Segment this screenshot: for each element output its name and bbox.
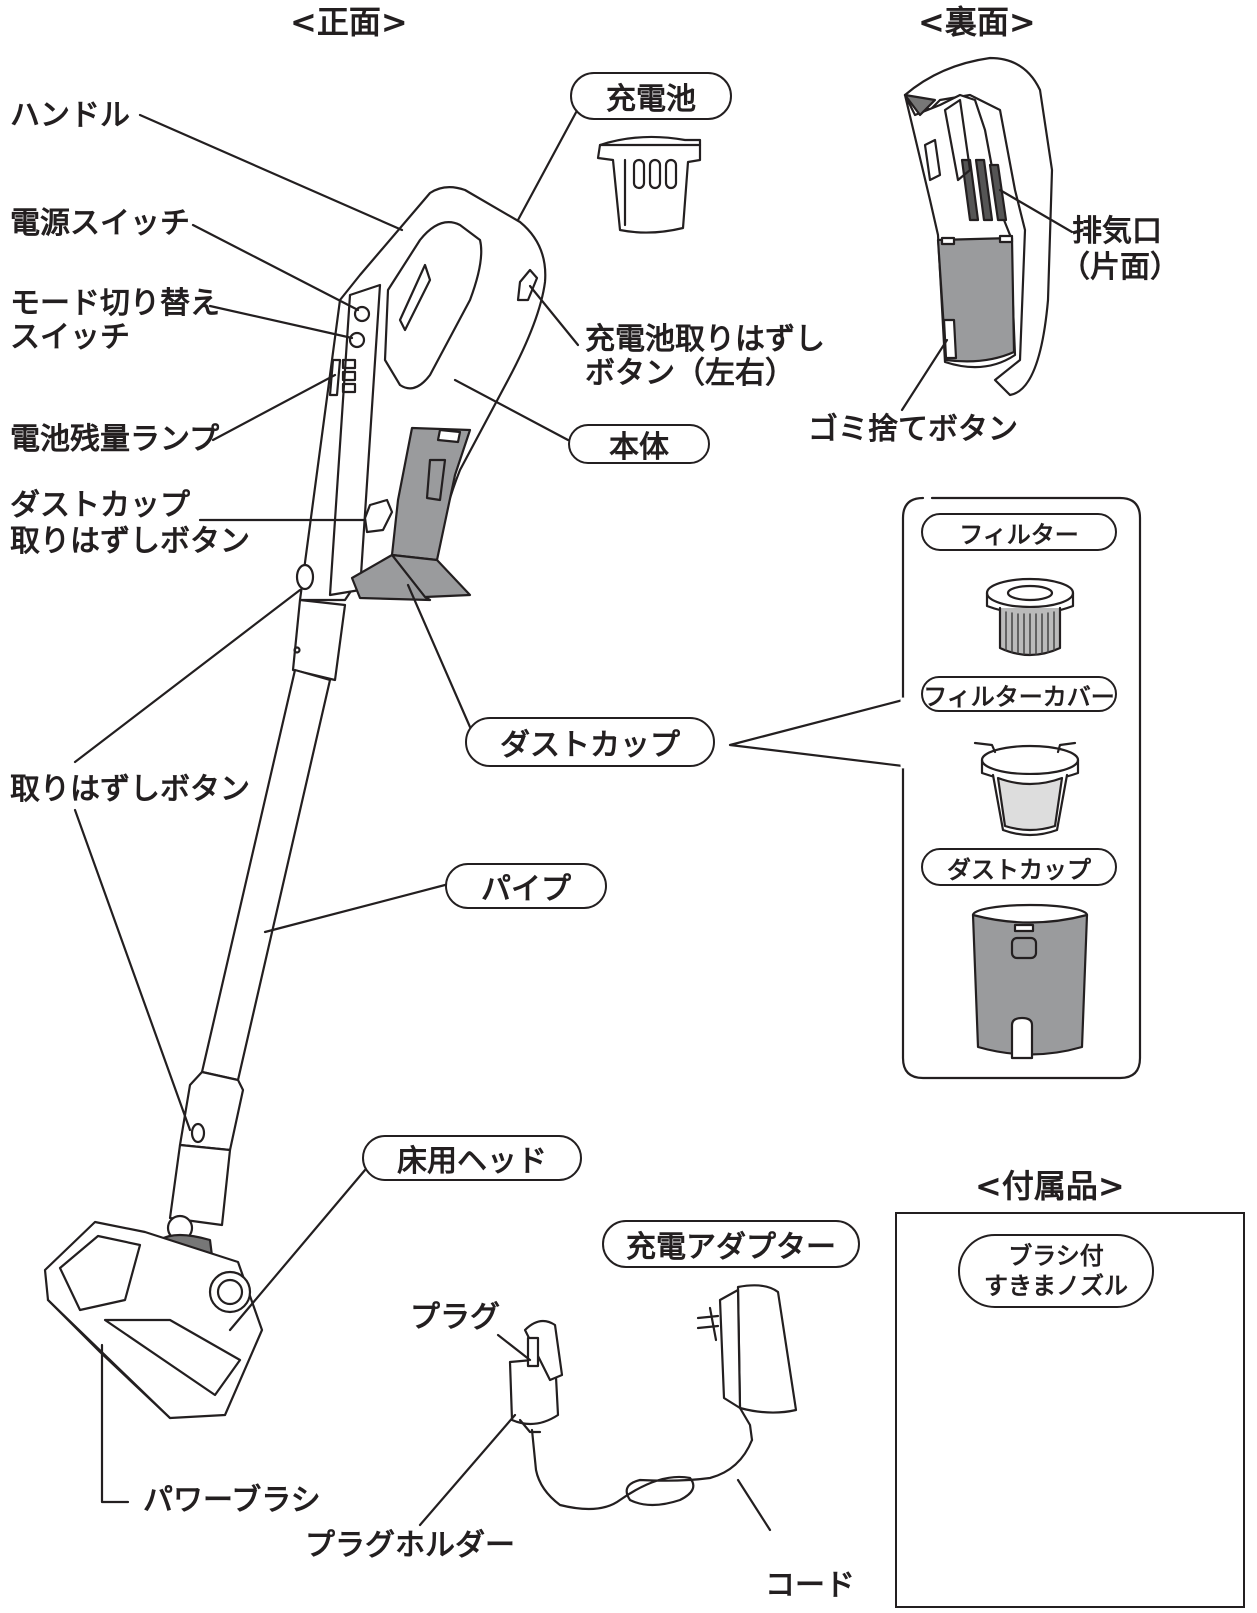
- filter-drawing: [985, 577, 1075, 657]
- dust-cup-drawing: [971, 903, 1089, 1060]
- label-mode-switch-line1: モード切り替え: [10, 286, 220, 321]
- pill-filter-cover: フィルターカバー: [921, 676, 1117, 712]
- back-view-title: <裏面>: [918, 3, 1036, 41]
- pill-body: 本体: [568, 424, 710, 465]
- label-power-brush: パワーブラシ: [143, 1483, 321, 1518]
- label-battery-lamp: 電池残量ランプ: [10, 422, 220, 457]
- label-exhaust-line1: 排気口: [1072, 214, 1162, 249]
- label-dust-dispose-button: ゴミ捨てボタン: [808, 412, 1018, 447]
- charger-drawing: [508, 1284, 798, 1511]
- label-cord: コード: [765, 1568, 855, 1603]
- pill-pipe: パイプ: [445, 863, 607, 909]
- vacuum-front-drawing: [43, 186, 547, 1420]
- label-power-switch: 電源スイッチ: [10, 206, 190, 241]
- crevice-nozzle-line1: ブラシ付: [1008, 1242, 1104, 1270]
- accessory-title: <付属品>: [975, 1167, 1125, 1205]
- label-mode-switch-line2: スイッチ: [10, 320, 130, 355]
- battery-drawing: [596, 135, 702, 234]
- label-dustcup-release-line2: 取りはずしボタン: [10, 524, 250, 559]
- label-battery-release-line2: ボタン（左右）: [585, 356, 795, 391]
- vacuum-back-drawing: [903, 56, 1054, 397]
- label-plug: プラグ: [410, 1300, 500, 1335]
- label-exhaust-line2: （片面）: [1060, 250, 1180, 285]
- crevice-nozzle-line2: すきまノズル: [984, 1272, 1128, 1300]
- pill-filter: フィルター: [921, 513, 1117, 551]
- label-dustcup-release-line1: ダストカップ: [10, 488, 190, 523]
- label-handle: ハンドル: [10, 98, 130, 133]
- pill-crevice-nozzle: ブラシ付 すきまノズル: [958, 1234, 1154, 1308]
- label-plug-holder: プラグホルダー: [305, 1528, 515, 1563]
- label-battery-release-line1: 充電池取りはずし: [585, 322, 825, 357]
- front-view-title: <正面>: [290, 3, 408, 41]
- pill-dust-cup-small: ダストカップ: [921, 848, 1117, 886]
- pill-charger: 充電アダプター: [602, 1220, 860, 1268]
- filter-cover-drawing: [973, 741, 1080, 837]
- pill-floor-head: 床用ヘッド: [362, 1135, 582, 1181]
- label-release-button: 取りはずしボタン: [10, 772, 250, 807]
- pill-dust-cup: ダストカップ: [465, 717, 715, 767]
- pill-battery: 充電池: [570, 72, 732, 120]
